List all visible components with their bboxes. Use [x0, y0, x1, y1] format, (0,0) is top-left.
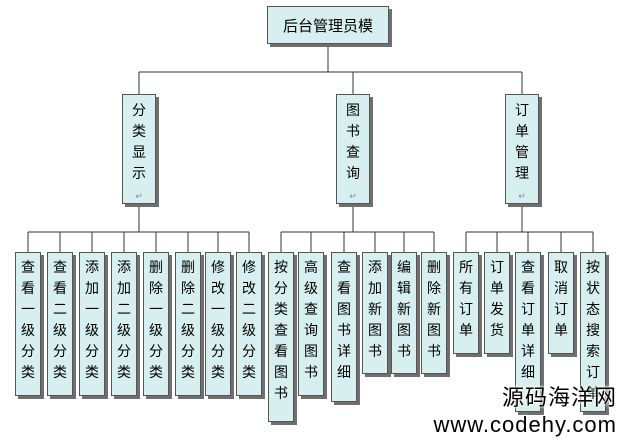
- branch-label: 订单管理↵: [515, 103, 529, 202]
- leaf-node: 订单发货: [484, 252, 510, 354]
- leaf-label: 查看二级分类: [53, 260, 67, 381]
- leaf-label: 删除二级分类: [181, 260, 195, 381]
- leaf-node: 查看二级分类: [47, 252, 73, 396]
- site-watermark: 源码海洋网 www.codehy.com: [433, 380, 617, 438]
- leaf-label: 所有订单: [459, 260, 473, 339]
- leaf-node: 修改一级分类: [205, 252, 231, 396]
- leaf-label: 订单发货: [490, 260, 504, 339]
- leaf-label: 查看一级分类: [21, 260, 35, 381]
- leaf-label: 修改一级分类: [211, 260, 225, 381]
- leaf-node: 添加二级分类: [111, 252, 137, 396]
- leaf-label: 查看订单详细: [521, 260, 535, 381]
- leaf-node: 查看图书详细: [331, 252, 357, 402]
- branch-label: 分类显示↵: [132, 103, 146, 202]
- leaf-node: 高级查询图书: [298, 252, 324, 396]
- leaf-node: 编辑新图书: [391, 252, 417, 374]
- branch-node: 分类显示↵: [122, 94, 156, 204]
- leaf-node: 删除二级分类: [175, 252, 201, 396]
- leaf-node: 删除新图书: [421, 252, 447, 374]
- branch-node: 图书查询↵: [336, 94, 370, 204]
- leaf-label: 添加新图书: [368, 260, 382, 360]
- leaf-node: 所有订单: [453, 252, 479, 354]
- leaf-label: 删除一级分类: [149, 260, 163, 381]
- leaf-label: 添加一级分类: [85, 260, 99, 381]
- leaf-label: 按状态搜索订单: [586, 260, 600, 402]
- leaf-label: 修改二级分类: [242, 260, 256, 381]
- leaf-node: 查看订单详细: [515, 252, 541, 412]
- branch-label: 图书查询↵: [346, 103, 360, 202]
- root-label: 后台管理员模: [282, 17, 373, 35]
- leaf-label: 添加二级分类: [117, 260, 131, 381]
- leaf-label: 取消订单: [554, 260, 568, 339]
- leaf-label: 查看图书详细: [337, 260, 351, 381]
- leaf-node: 按状态搜索订单: [580, 252, 606, 412]
- leaf-label: 编辑新图书: [397, 260, 411, 360]
- leaf-label: 按分类查看图书: [274, 260, 288, 402]
- leaf-node: 查看一级分类: [15, 252, 41, 396]
- leaf-node: 修改二级分类: [236, 252, 262, 396]
- leaf-node: 添加新图书: [362, 252, 388, 374]
- branch-node: 订单管理↵: [505, 94, 539, 204]
- leaf-label: 高级查询图书: [304, 260, 318, 381]
- watermark-url: www.codehy.com: [433, 412, 617, 437]
- leaf-node: 按分类查看图书: [268, 252, 294, 422]
- leaf-node: 删除一级分类: [143, 252, 169, 396]
- root-node: 后台管理员模: [267, 6, 389, 44]
- leaf-node: 取消订单: [548, 252, 574, 354]
- leaf-label: 删除新图书: [427, 260, 441, 360]
- watermark-title: 源码海洋网: [501, 385, 617, 410]
- leaf-node: 添加一级分类: [79, 252, 105, 396]
